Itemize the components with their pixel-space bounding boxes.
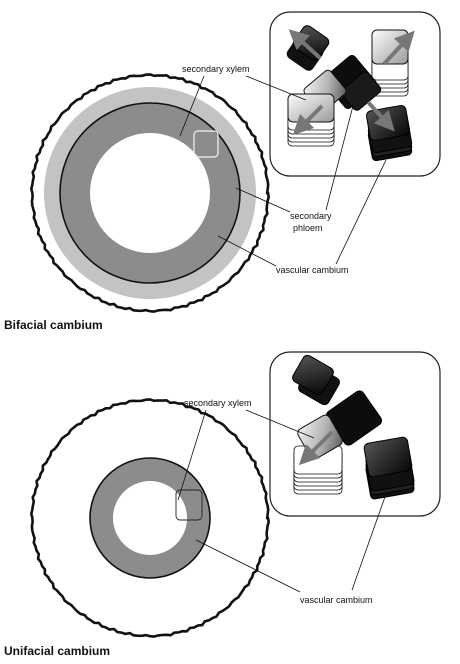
unifacial-panel: secondary xylem vascular cambium Unifaci… <box>4 351 441 658</box>
label-vascular-cambium-bottom: vascular cambium <box>300 595 373 605</box>
leader-secondary-phloem <box>235 187 291 213</box>
pith <box>113 481 187 555</box>
leader-secondary-xylem-bottom-2 <box>245 409 315 439</box>
leader-vascular-cambium-bottom-2 <box>351 493 387 591</box>
vascular-cambium-line <box>59 102 241 284</box>
phloem-stack-lower-right <box>365 105 413 162</box>
unifacial-detail-inset <box>269 351 441 517</box>
bifacial-stem-cross-section <box>29 73 271 313</box>
label-vascular-cambium-top: vascular cambium <box>276 265 349 275</box>
zoom-region-box <box>193 130 219 158</box>
leader-vascular-cambium-bottom-1 <box>195 539 301 593</box>
caption-unifacial: Unifacial cambium <box>4 644 110 658</box>
arrow-down-right <box>366 100 395 132</box>
label-secondary-phloem-line2: phloem <box>293 223 323 233</box>
leader-vascular-cambium-top-1 <box>217 235 277 267</box>
leader-secondary-xylem-top-1 <box>179 75 205 137</box>
arrow-up-left <box>288 29 322 60</box>
cambial-cells-upper <box>292 354 383 446</box>
zoom-region-box <box>175 489 203 521</box>
leader-secondary-xylem-top-2 <box>245 75 307 101</box>
leader-vascular-cambium-top-2 <box>335 159 387 265</box>
label-secondary-xylem-bottom: secondary xylem <box>184 398 252 408</box>
leader-secondary-xylem-bottom-1 <box>177 409 207 501</box>
bifacial-panel: secondary xylem secondary phloem vascula… <box>4 11 441 332</box>
unifacial-stem-cross-section <box>29 398 271 638</box>
arrow-up-right <box>382 30 415 66</box>
label-secondary-xylem-top: secondary xylem <box>182 64 250 74</box>
cell-stack-lower-left <box>287 93 335 147</box>
pith <box>90 133 210 253</box>
cell-stack-upper-right <box>371 29 409 97</box>
cambial-stack-lower-right <box>363 436 415 500</box>
bifacial-detail-inset <box>269 11 441 177</box>
arrow-down-left <box>292 104 324 136</box>
leader-secondary-phloem-2 <box>325 101 355 211</box>
arrow-down-left <box>298 430 334 466</box>
caption-bifacial: Bifacial cambium <box>4 318 103 332</box>
label-secondary-phloem-line1: secondary <box>290 211 332 221</box>
